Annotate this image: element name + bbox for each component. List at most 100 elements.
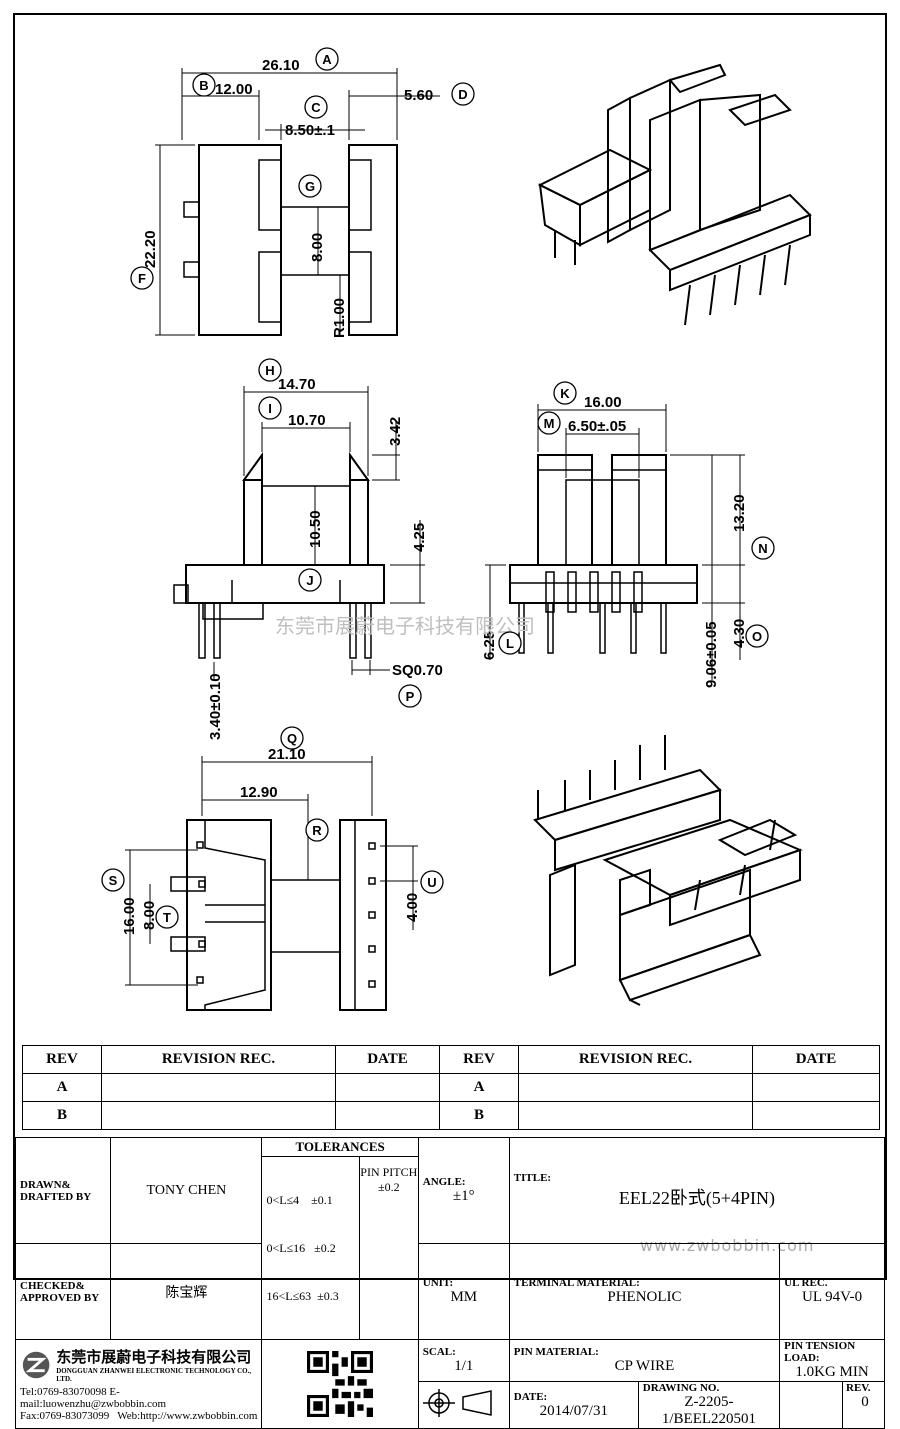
balloon-o: O — [752, 629, 762, 644]
revision-rec-header: REVISION REC. — [101, 1045, 336, 1074]
dim-k: 16.00 — [584, 394, 622, 411]
dim-l: 6.25 — [481, 631, 498, 660]
watermark: 东莞市展蔚电子科技有限公司 — [275, 614, 535, 638]
balloon-n: N — [758, 541, 767, 556]
balloon-h-circle — [258, 358, 282, 382]
balloon-i-circle — [258, 396, 282, 420]
unit-value: MM — [450, 1289, 478, 1306]
dim-m: 6.50±.05 — [568, 418, 626, 435]
qr-code-icon — [307, 1351, 374, 1417]
pin-pitch-value: ±0.2 — [378, 1180, 400, 1194]
dim-g: 8.00 — [309, 233, 326, 262]
balloon-u-circle — [420, 870, 444, 894]
rev-cell: A — [439, 1073, 519, 1102]
date-header: DATE — [752, 1045, 880, 1074]
balloon-d-circle — [451, 82, 475, 106]
dim-o: 4.30 — [731, 619, 748, 648]
balloon-l: L — [506, 636, 514, 651]
dim-s: 16.00 — [121, 897, 138, 935]
balloon-s-circle — [101, 868, 125, 892]
company-name-cn: 东莞市展蔚电子科技有限公司 — [56, 1348, 252, 1366]
date-cell — [752, 1101, 880, 1130]
terminal-label: TERMINAL MATERIAL: — [513, 1277, 640, 1290]
company-name-en: DONGGUAN ZHANWEI ELECTRONIC TECHNOLOGY C… — [56, 1367, 252, 1383]
date-label: DATE: — [513, 1390, 548, 1403]
balloon-g-circle — [298, 174, 322, 198]
rev-cell: B — [439, 1101, 519, 1130]
checked-value: 陈宝辉 — [110, 1243, 263, 1340]
balloon-r-circle — [305, 818, 329, 842]
dim-q: 21.10 — [268, 746, 306, 763]
drawn-value: TONY CHEN — [110, 1136, 263, 1245]
dim-p: SQ0.70 — [392, 662, 443, 679]
title-block: DRAWN& DRAFTED BY TONY CHEN TOLERANCES 0… — [14, 1136, 886, 1429]
balloon-k-circle — [553, 381, 577, 405]
scale-label: SCAL: — [422, 1346, 456, 1358]
balloon-i: I — [268, 401, 272, 416]
dim-340: 3.40±0.10 — [207, 673, 224, 740]
tolerance-row: 0<L≤16 ±0.2 — [266, 1241, 336, 1255]
drawing-views: 26.10 12.00 8.50±.1 5.60 22.20 8.00 R1.0… — [101, 47, 812, 1011]
tolerances-label: TOLERANCES — [262, 1138, 418, 1157]
balloon-a: A — [322, 52, 332, 67]
balloon-d: D — [458, 87, 467, 102]
balloon-f: F — [138, 271, 146, 286]
balloon-t-circle — [155, 905, 179, 929]
front-view — [173, 386, 425, 680]
balloon-b: B — [199, 78, 208, 93]
unit-label: UNIT: — [422, 1277, 454, 1290]
isometric-view-bottom — [533, 735, 803, 1006]
top-view — [155, 68, 440, 336]
rev-header: REV — [22, 1045, 102, 1074]
dim-r1: R1.00 — [331, 298, 348, 338]
drawing-no-value: Z-2205-1/BEEL220501 — [661, 1394, 757, 1427]
ul-label: UL REC. — [784, 1277, 828, 1290]
date-cell — [335, 1073, 440, 1102]
balloon-q-circle — [280, 726, 304, 750]
pin-pitch-label: PIN PITCH — [360, 1165, 418, 1179]
revision-cell — [101, 1101, 336, 1130]
tolerance-row: 16<L≤63 ±0.3 — [266, 1289, 339, 1303]
tension-label: PIN TENSION LOAD: — [784, 1340, 856, 1364]
balloon-b-circle — [192, 73, 216, 97]
dim-n2: 9.06±0.05 — [703, 621, 720, 688]
dim-u: 4.00 — [404, 893, 421, 922]
pin-material-value: CP WIRE — [614, 1358, 675, 1374]
dim-i2: 3.42 — [387, 417, 404, 446]
balloon-l-circle — [498, 631, 522, 655]
rev-cell: A — [22, 1073, 102, 1102]
company-fax: Fax:0769-83073099 Web:http://www.zwbobbi… — [20, 1410, 258, 1422]
terminal-value: PHENOLIC — [607, 1289, 682, 1306]
balloon-h: H — [265, 363, 274, 378]
balloon-t: T — [163, 910, 171, 925]
projection-symbol-icon — [422, 1388, 492, 1417]
balloon-p: P — [406, 689, 415, 704]
dim-b: 12.00 — [215, 81, 253, 98]
balloon-s: S — [109, 873, 118, 888]
balloon-m-circle — [537, 411, 561, 435]
drawing-no-label: DRAWING NO. — [642, 1382, 720, 1394]
balloon-c-circle — [304, 95, 328, 119]
balloon-u: U — [427, 875, 436, 890]
dim-j: 10.50 — [307, 510, 324, 548]
revision-rec-header: REVISION REC. — [518, 1045, 753, 1074]
balloon-r: R — [312, 823, 322, 838]
rev-cell: B — [22, 1101, 102, 1130]
date-cell — [752, 1073, 880, 1102]
title-value: EEL22卧式(5+4PIN) — [618, 1187, 775, 1208]
drawn-label: DRAWN& DRAFTED BY — [14, 1136, 112, 1245]
dim-c: 8.50±.1 — [285, 122, 335, 139]
balloon-a-circle — [315, 47, 339, 71]
dim-d: 5.60 — [404, 87, 433, 104]
ul-value: UL 94V-0 — [801, 1289, 863, 1306]
balloon-f-circle — [130, 266, 154, 290]
angle-label: ANGLE: — [422, 1176, 466, 1189]
tolerance-row: 0<L≤4 ±0.1 — [266, 1193, 333, 1207]
side-view — [485, 404, 745, 680]
balloon-q: Q — [287, 731, 297, 746]
date-header: DATE — [335, 1045, 440, 1074]
balloon-n-circle — [751, 536, 775, 560]
revision-table: REV REVISION REC. DATE REV REVISION REC.… — [22, 1045, 880, 1130]
company-logo-icon — [22, 1351, 50, 1378]
dim-n: 13.20 — [731, 494, 748, 532]
